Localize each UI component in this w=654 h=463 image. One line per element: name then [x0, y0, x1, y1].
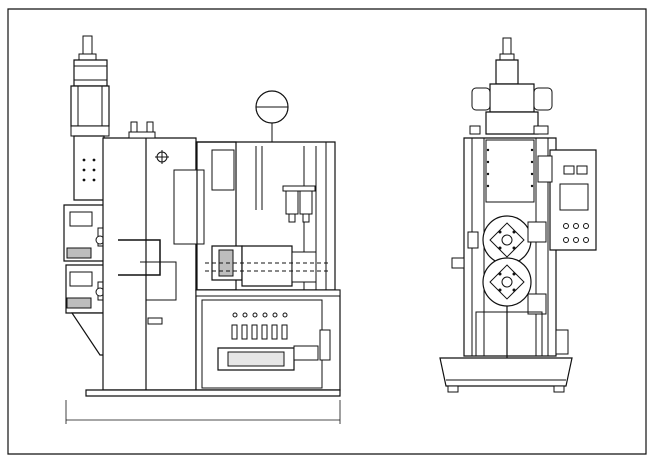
front-base: [86, 390, 340, 396]
cylinder-cap: [74, 60, 107, 86]
press-cylinder: [71, 86, 109, 126]
drawing-border: [8, 9, 646, 454]
upper-wheel: [483, 216, 531, 264]
side-view: [440, 38, 596, 392]
ram-holes: [82, 158, 96, 182]
pipe: [118, 240, 160, 275]
valve-bank: [232, 313, 287, 339]
center-column: [103, 138, 147, 390]
side-cylinder: [490, 84, 534, 112]
panel-display: [560, 184, 588, 210]
side-base: [440, 358, 572, 386]
lower-cabinet: [196, 290, 340, 390]
lower-wheel: [483, 258, 531, 306]
filter-regulator: [283, 186, 315, 222]
front-view: [64, 36, 340, 424]
ram-block: [74, 136, 104, 200]
